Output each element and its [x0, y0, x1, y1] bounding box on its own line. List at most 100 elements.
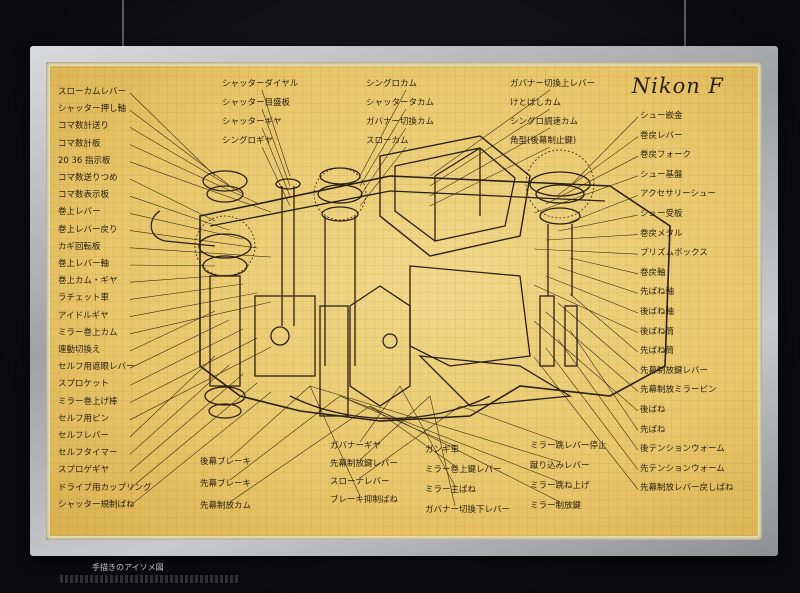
picture-frame: Nikon F [30, 46, 778, 556]
left-label: コマ数計板 [58, 138, 101, 149]
leader-line [129, 319, 230, 369]
exhibit-caption-subtext [60, 575, 240, 583]
bottom-label: 蹴り込みレバー [530, 461, 590, 471]
right-label: 先ばね [640, 424, 666, 435]
exhibit-caption: 手描きのアイソメ図 [92, 563, 164, 572]
top-label: シングロギヤ [222, 136, 274, 146]
leader-lines [129, 89, 639, 507]
leader-line [399, 385, 456, 487]
leader-line [129, 230, 258, 249]
right-label: シュー基盤 [640, 169, 683, 180]
top-label: シングロ調速カム [510, 117, 579, 127]
right-label: 後ばね [640, 405, 666, 415]
bottom-label: ブレーキ抑制ばね [330, 495, 399, 505]
left-label: スプロゲギヤ [58, 465, 110, 476]
bottom-label: 先幕制放カム [200, 501, 252, 511]
leader-line [545, 311, 639, 392]
left-label: 巻上カム・ギヤ [58, 276, 118, 287]
bottom-label: ミラー制放鍵 [530, 501, 582, 511]
leader-line [339, 395, 456, 447]
right-label: シュー嵌金 [640, 111, 683, 121]
leader-line [369, 405, 561, 503]
leader-line [129, 382, 258, 489]
left-label: コマ数計送り [58, 121, 110, 132]
left-label: 巻上レバー軸 [58, 259, 110, 269]
right-label: 巻戻メタル [640, 228, 683, 239]
left-label: カギ回転板 [58, 241, 101, 252]
right-label: 巻戻レバー [640, 130, 683, 141]
leader-line [557, 136, 639, 196]
leader-line [129, 92, 216, 177]
leader-line [129, 328, 244, 386]
left-label: ミラー巻上げ棒 [58, 396, 118, 407]
left-label: 20 36 指示板 [58, 155, 111, 166]
camera-exploded-drawing [129, 89, 671, 507]
top-label: シャッターギヤ [222, 117, 282, 127]
top-label: 角型(後幕制止鍵) [510, 136, 577, 146]
left-label: ドライブ用カップリング [58, 482, 152, 493]
bottom-label: スローナレバー [330, 477, 390, 487]
right-label: 先幕制放ミラーピン [640, 385, 717, 396]
leader-line [129, 283, 244, 300]
leader-line [129, 178, 216, 222]
bottom-label: ガンギ車 [425, 445, 460, 455]
bottom-label: 先幕ブレーキ [200, 479, 252, 489]
leader-line [339, 395, 561, 483]
left-label: セルフレバー [58, 431, 110, 441]
leader-line [359, 127, 407, 197]
hanging-wire-left [122, 0, 124, 50]
leader-line [369, 405, 456, 467]
drawing-title: Nikon F [631, 74, 724, 98]
bottom-label: ミラー跳ね上げ [530, 481, 590, 491]
right-label: シュー受板 [640, 209, 683, 219]
leader-line [545, 347, 639, 470]
right-label: 先幕制放鍵レバー [640, 365, 709, 376]
leader-line [533, 320, 639, 412]
left-label: スローカムレバー [58, 87, 127, 97]
leader-line [429, 89, 551, 177]
left-label: 巻上レバー戻り [58, 224, 118, 235]
bottom-label: ミラー主ばね [425, 485, 477, 495]
leader-line [459, 405, 561, 443]
left-label: スプロケット [58, 379, 110, 390]
left-label: コマ数送りつめ [58, 173, 118, 183]
right-label: 先ばね軸 [640, 287, 675, 298]
leader-line [533, 248, 639, 255]
leader-line [129, 213, 244, 240]
right-label: 後ばね軸 [640, 307, 675, 317]
bottom-label: 後幕ブレーキ [200, 457, 252, 467]
leader-line [569, 257, 639, 275]
leader-line [569, 195, 639, 223]
left-label: シャッター押し軸 [58, 104, 127, 115]
right-label: プリズムボックス [640, 248, 708, 259]
leader-line [557, 214, 639, 232]
top-label: スローカム [366, 136, 409, 146]
leader-line [261, 127, 291, 197]
left-label: 巻上レバー [58, 207, 101, 218]
leader-line [533, 175, 639, 214]
bottom-label: ガバナーギヤ [330, 441, 382, 451]
leader-line [557, 266, 639, 294]
leader-line [261, 89, 291, 177]
right-label: 先幕制放レバー戻しばね [640, 483, 734, 494]
left-label: アイドルギヤ [58, 310, 109, 321]
leader-line [129, 391, 272, 507]
bottom-label: ガバナー切換下レバー [425, 505, 511, 515]
leader-line [129, 364, 230, 455]
top-label: シャッタータカム [366, 98, 435, 108]
leader-line [229, 385, 311, 459]
leader-line [129, 144, 258, 204]
right-label: 先ばね筒 [640, 346, 675, 357]
right-label: 先テンションウォーム [640, 463, 725, 474]
right-label: 後ばね筒 [640, 326, 675, 337]
left-label: コマ数表示板 [58, 190, 110, 201]
top-label: ガバナー切換カム [366, 117, 435, 127]
top-label: ガバナー切換上レバー [510, 79, 596, 89]
left-label: 連動切換え [58, 345, 101, 355]
leader-line [429, 108, 551, 187]
leader-line [129, 346, 272, 421]
leader-line [359, 395, 431, 461]
leader-line [359, 89, 407, 177]
leader-line [533, 356, 639, 490]
leader-line [129, 310, 216, 352]
